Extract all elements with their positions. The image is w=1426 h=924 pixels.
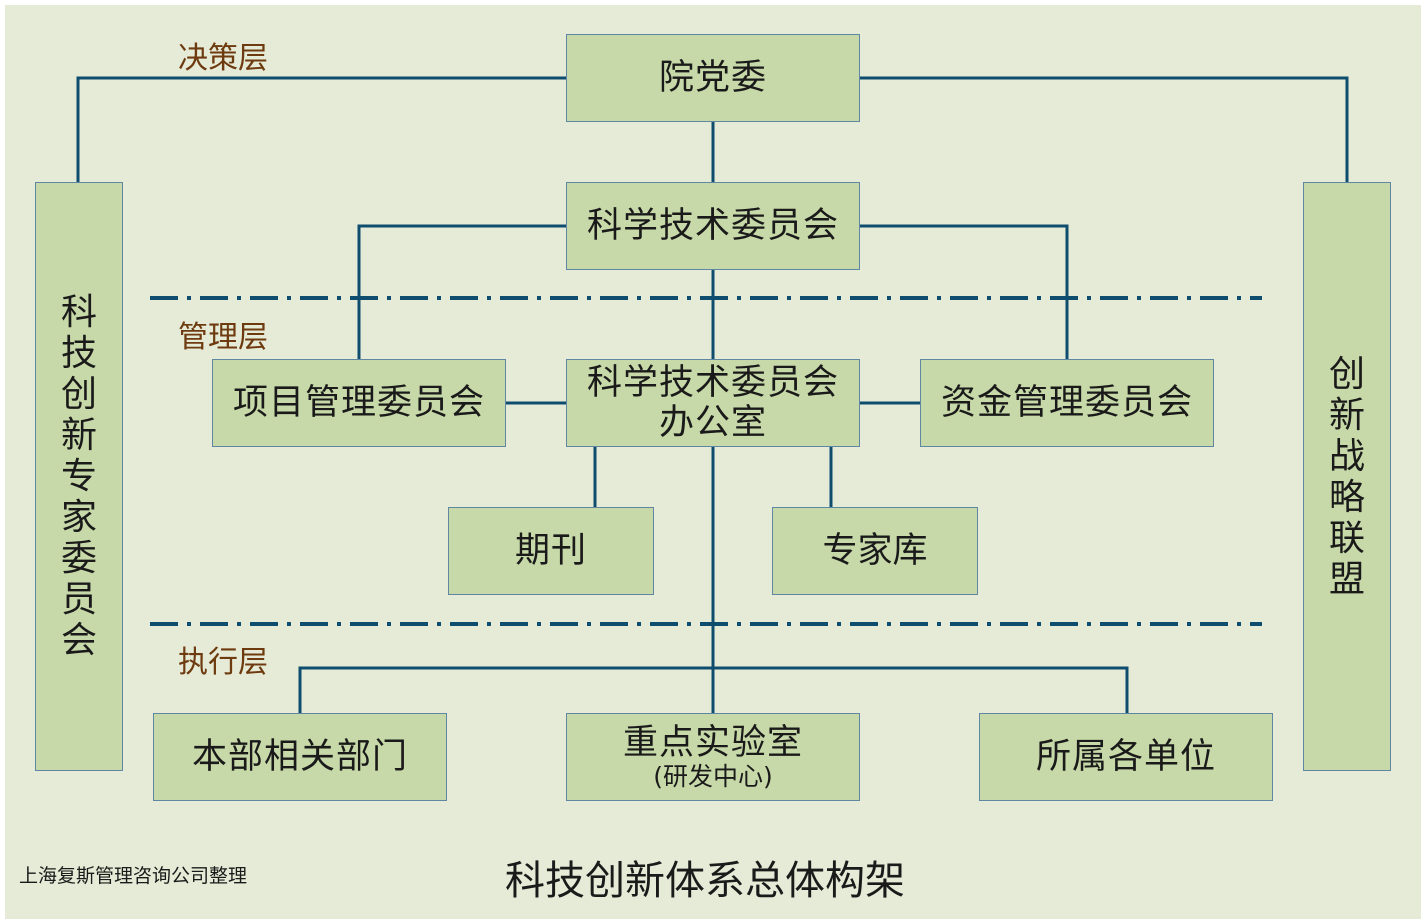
node-label: 重点实验室 [622,722,803,763]
node-sci-tech-committee: 科学技术委员会 [566,182,860,270]
node-party-committee: 院党委 [566,34,860,122]
layer-label-decision: 决策层 [178,41,268,76]
node-project-management: 项目管理委员会 [212,359,506,447]
node-note: (研发中心) [653,761,773,791]
layer-label-execution: 执行层 [178,645,268,680]
node-label: 资金管理委员会 [940,382,1193,423]
node-label: 科学技术委员会 [586,205,839,246]
source-credit: 上海复斯管理咨询公司整理 [19,865,248,887]
connector-party-to-expert-committee [76,76,566,182]
node-expert-committee: 科技创新专家委员会 [35,182,123,771]
node-label: 期刊 [514,530,587,571]
connector-sci-tech-to-project [357,224,566,359]
diagram-title: 科技创新体系总体构架 [505,858,905,904]
node-label: 科技创新专家委员会 [60,292,97,661]
node-label-line1: 科学技术委员会 [586,362,839,403]
node-strategic-alliance: 创新战略联盟 [1303,182,1391,771]
connector-sci-tech-to-fund [860,224,1069,359]
node-hq-departments: 本部相关部门 [153,713,447,801]
node-expert-database: 专家库 [772,507,978,595]
layer-label-management: 管理层 [178,320,268,355]
node-affiliates: 所属各单位 [979,713,1273,801]
node-fund-management: 资金管理委员会 [920,359,1214,447]
node-label: 本部相关部门 [191,736,408,777]
node-label: 院党委 [658,57,767,98]
connector-party-to-alliance [860,76,1349,182]
node-label: 项目管理委员会 [232,382,485,423]
node-label: 专家库 [822,530,928,571]
node-key-lab: 重点实验室 (研发中心) [566,713,860,801]
node-label: 所属各单位 [1035,736,1216,777]
node-label: 创新战略联盟 [1328,353,1365,600]
node-journal: 期刊 [448,507,654,595]
node-label-line2: 办公室 [658,403,767,443]
connector-execution-branch [298,666,1129,713]
node-sci-tech-office: 科学技术委员会 办公室 [566,359,860,447]
